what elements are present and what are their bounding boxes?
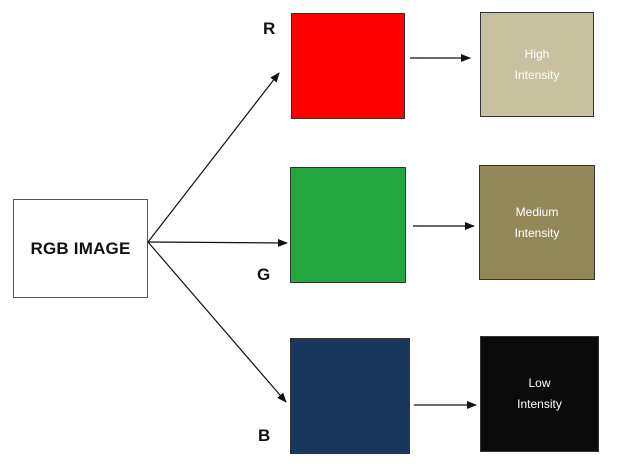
arrow-to-red: [147, 72, 280, 243]
low-intensity-box: Low Intensity: [480, 336, 599, 452]
channel-label-b: B: [258, 426, 271, 445]
blue-channel-swatch: [290, 338, 410, 454]
medium-intensity-box: Medium Intensity: [479, 165, 595, 280]
high-intensity-box: High Intensity: [480, 12, 594, 117]
rgb-image-label: RGB IMAGE: [30, 238, 131, 258]
arrow-to-green: [147, 238, 288, 247]
high-intensity-line2: Intensity: [514, 67, 560, 82]
red-channel-swatch: [291, 13, 405, 119]
channel-label-r: R: [263, 19, 276, 38]
low-intensity-line1: Low: [528, 376, 551, 390]
low-intensity-line2: Intensity: [517, 397, 562, 411]
medium-intensity-line2: Intensity: [514, 225, 560, 240]
high-intensity-line1: High: [524, 46, 550, 61]
green-channel-swatch: [290, 167, 406, 283]
medium-intensity-line1: Medium: [515, 204, 559, 219]
rgb-image-box: RGB IMAGE: [13, 199, 148, 298]
channel-label-g: G: [257, 265, 271, 284]
